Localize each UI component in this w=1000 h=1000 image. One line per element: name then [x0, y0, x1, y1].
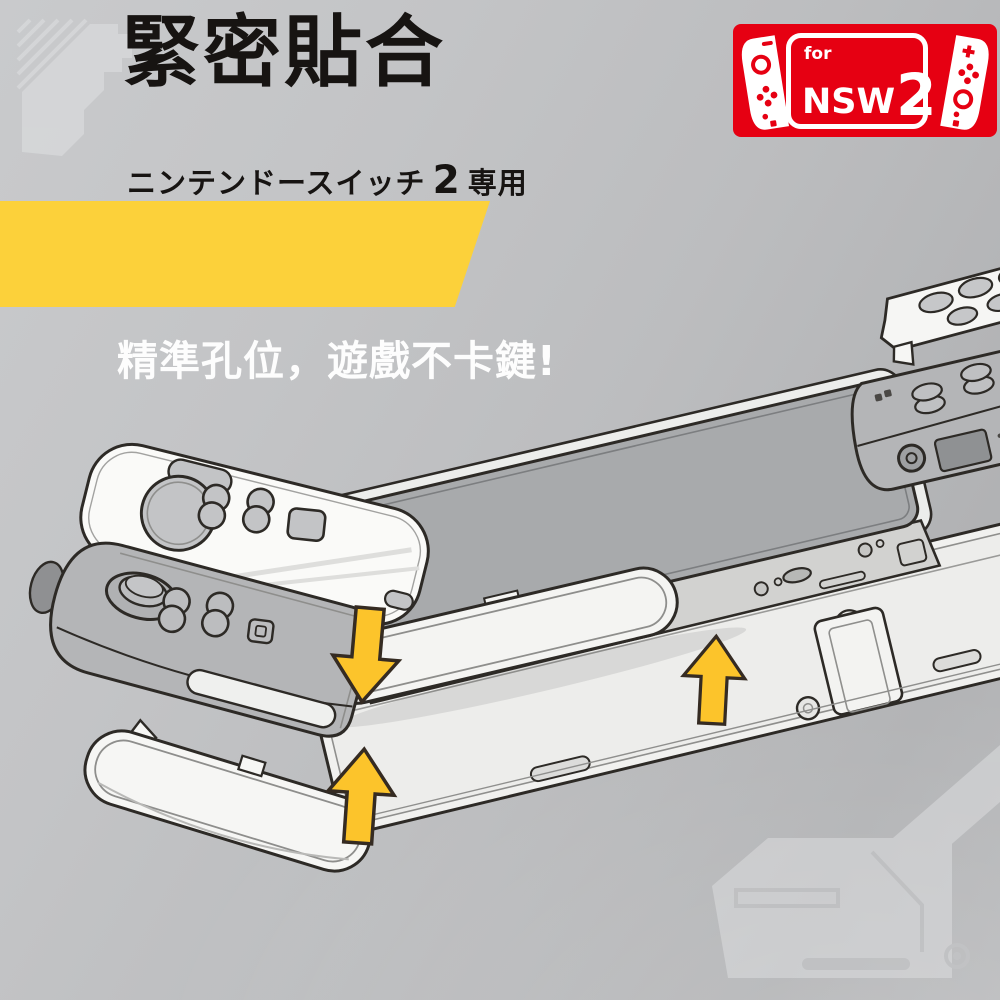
model-label: NSW: [802, 82, 896, 122]
left-joycon-bottom-shell: [83, 718, 373, 873]
model-number: 2: [896, 61, 937, 130]
right-joycon: [850, 333, 1000, 492]
console-tablet: [309, 368, 942, 728]
joycon-left-icon: [741, 35, 790, 130]
front-case-strip-right: [879, 246, 1000, 366]
tech-decor-bottom-right: [712, 745, 1000, 978]
title-banner: [0, 201, 490, 307]
main-title: 緊密貼合: [122, 8, 447, 98]
jp-heading-number: 2: [432, 158, 461, 203]
subtitle: 精準孔位，遊戲不卡鍵!: [117, 337, 557, 385]
jp-heading-prefix: ニンテンドースイッチ: [127, 166, 426, 200]
nsw2-label-box: for NSW 2: [786, 33, 936, 129]
jp-heading: ニンテンドースイッチ 2 専用: [127, 158, 528, 203]
tech-decor-top-left: [16, 18, 132, 156]
joycon-right-icon: [940, 35, 989, 130]
nsw2-badge: for NSW 2: [733, 24, 997, 137]
left-joycon: [28, 541, 376, 738]
jp-heading-suffix: 専用: [467, 166, 528, 200]
for-label: for: [804, 44, 832, 64]
